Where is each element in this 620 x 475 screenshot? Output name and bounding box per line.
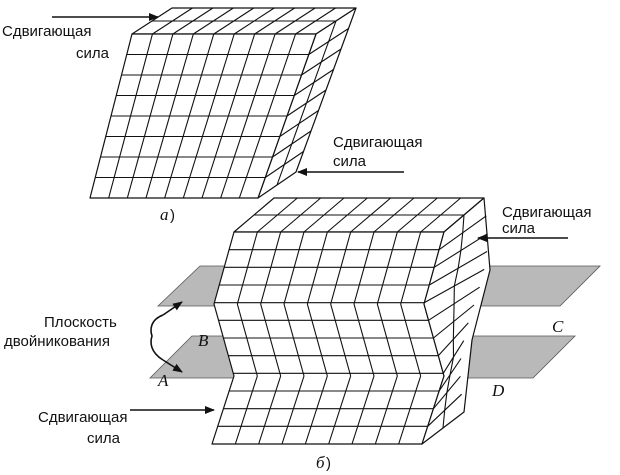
shear-label-b-top-1: Сдвигающая [502, 204, 591, 221]
grid-line [272, 130, 312, 158]
grid-line [306, 231, 328, 305]
grid-line [330, 231, 352, 305]
grid-line [398, 375, 422, 445]
svg-text:б: б [316, 453, 325, 472]
grid-line [330, 303, 352, 377]
point-label-d: D [491, 381, 505, 400]
twin-plane-label-2: двойникования [4, 333, 110, 350]
twin-plane-pointer-lower [162, 359, 183, 373]
crystal-a-side-grid [264, 20, 349, 186]
panel-label-b: б ) [316, 453, 331, 472]
grid-line [460, 232, 464, 251]
grid-line [293, 69, 334, 96]
crystal-sheared [89, 7, 357, 199]
grid-line [308, 28, 349, 55]
shear-label-a-top-1: Сдвигающая [2, 23, 91, 40]
shear-label-a-top-2: сила [76, 45, 110, 62]
grid-line [234, 375, 258, 445]
grid-line [462, 214, 465, 233]
crystal-a-top-grid [152, 7, 336, 35]
svg-text:): ) [326, 455, 331, 472]
grid-line [283, 231, 305, 305]
grid-line [351, 375, 375, 445]
grid-line [286, 89, 327, 117]
grid-line [446, 374, 451, 393]
shear-label-b-top-2: сила [502, 220, 536, 237]
grid-line [258, 375, 282, 445]
grid-line [264, 151, 304, 178]
twin-plane-pointer-upper [162, 301, 183, 316]
grid-line [353, 231, 375, 305]
crystal-twinned [211, 197, 491, 445]
grid-line [260, 303, 282, 377]
shear-label-b-bottom-2: сила [87, 430, 121, 447]
grid-line [301, 48, 342, 76]
crystal-b-front-grid [214, 231, 444, 445]
crystal-b-side-grid [424, 214, 488, 429]
grid-line [304, 375, 328, 445]
grid-line [400, 231, 422, 305]
grid-line [457, 250, 462, 269]
grid-line [279, 110, 319, 137]
shear-label-b-bottom-1: Сдвигающая [38, 409, 127, 426]
twin-plane-label-1: Плоскость [44, 314, 117, 331]
grid-line [444, 392, 448, 411]
grid-line [236, 303, 258, 377]
grid-line [400, 303, 422, 377]
shear-label-a-bottom-1: Сдвигающая [333, 134, 422, 151]
crystal-b-top-grid [254, 197, 464, 233]
grid-line [353, 303, 375, 377]
svg-text:а: а [160, 205, 169, 224]
grid-line [236, 231, 258, 305]
grid-line [442, 410, 446, 429]
svg-text:): ) [170, 207, 175, 224]
grid-line [260, 231, 282, 305]
twin-plane-bracket [150, 314, 164, 361]
crystal-a-front-grid [95, 33, 309, 199]
point-label-c: C [552, 317, 564, 336]
grid-line [328, 375, 352, 445]
grid-line [376, 231, 398, 305]
point-label-a: A [157, 371, 169, 390]
grid-line [374, 375, 398, 445]
point-label-b: B [198, 331, 209, 350]
shear-label-a-bottom-2: сила [333, 153, 367, 170]
grid-line [449, 356, 455, 375]
grid-line [281, 375, 305, 445]
grid-line [376, 303, 398, 377]
grid-line [306, 303, 328, 377]
grid-line [283, 303, 305, 377]
panel-label-a: а ) [160, 205, 175, 224]
grid-line [453, 268, 459, 287]
